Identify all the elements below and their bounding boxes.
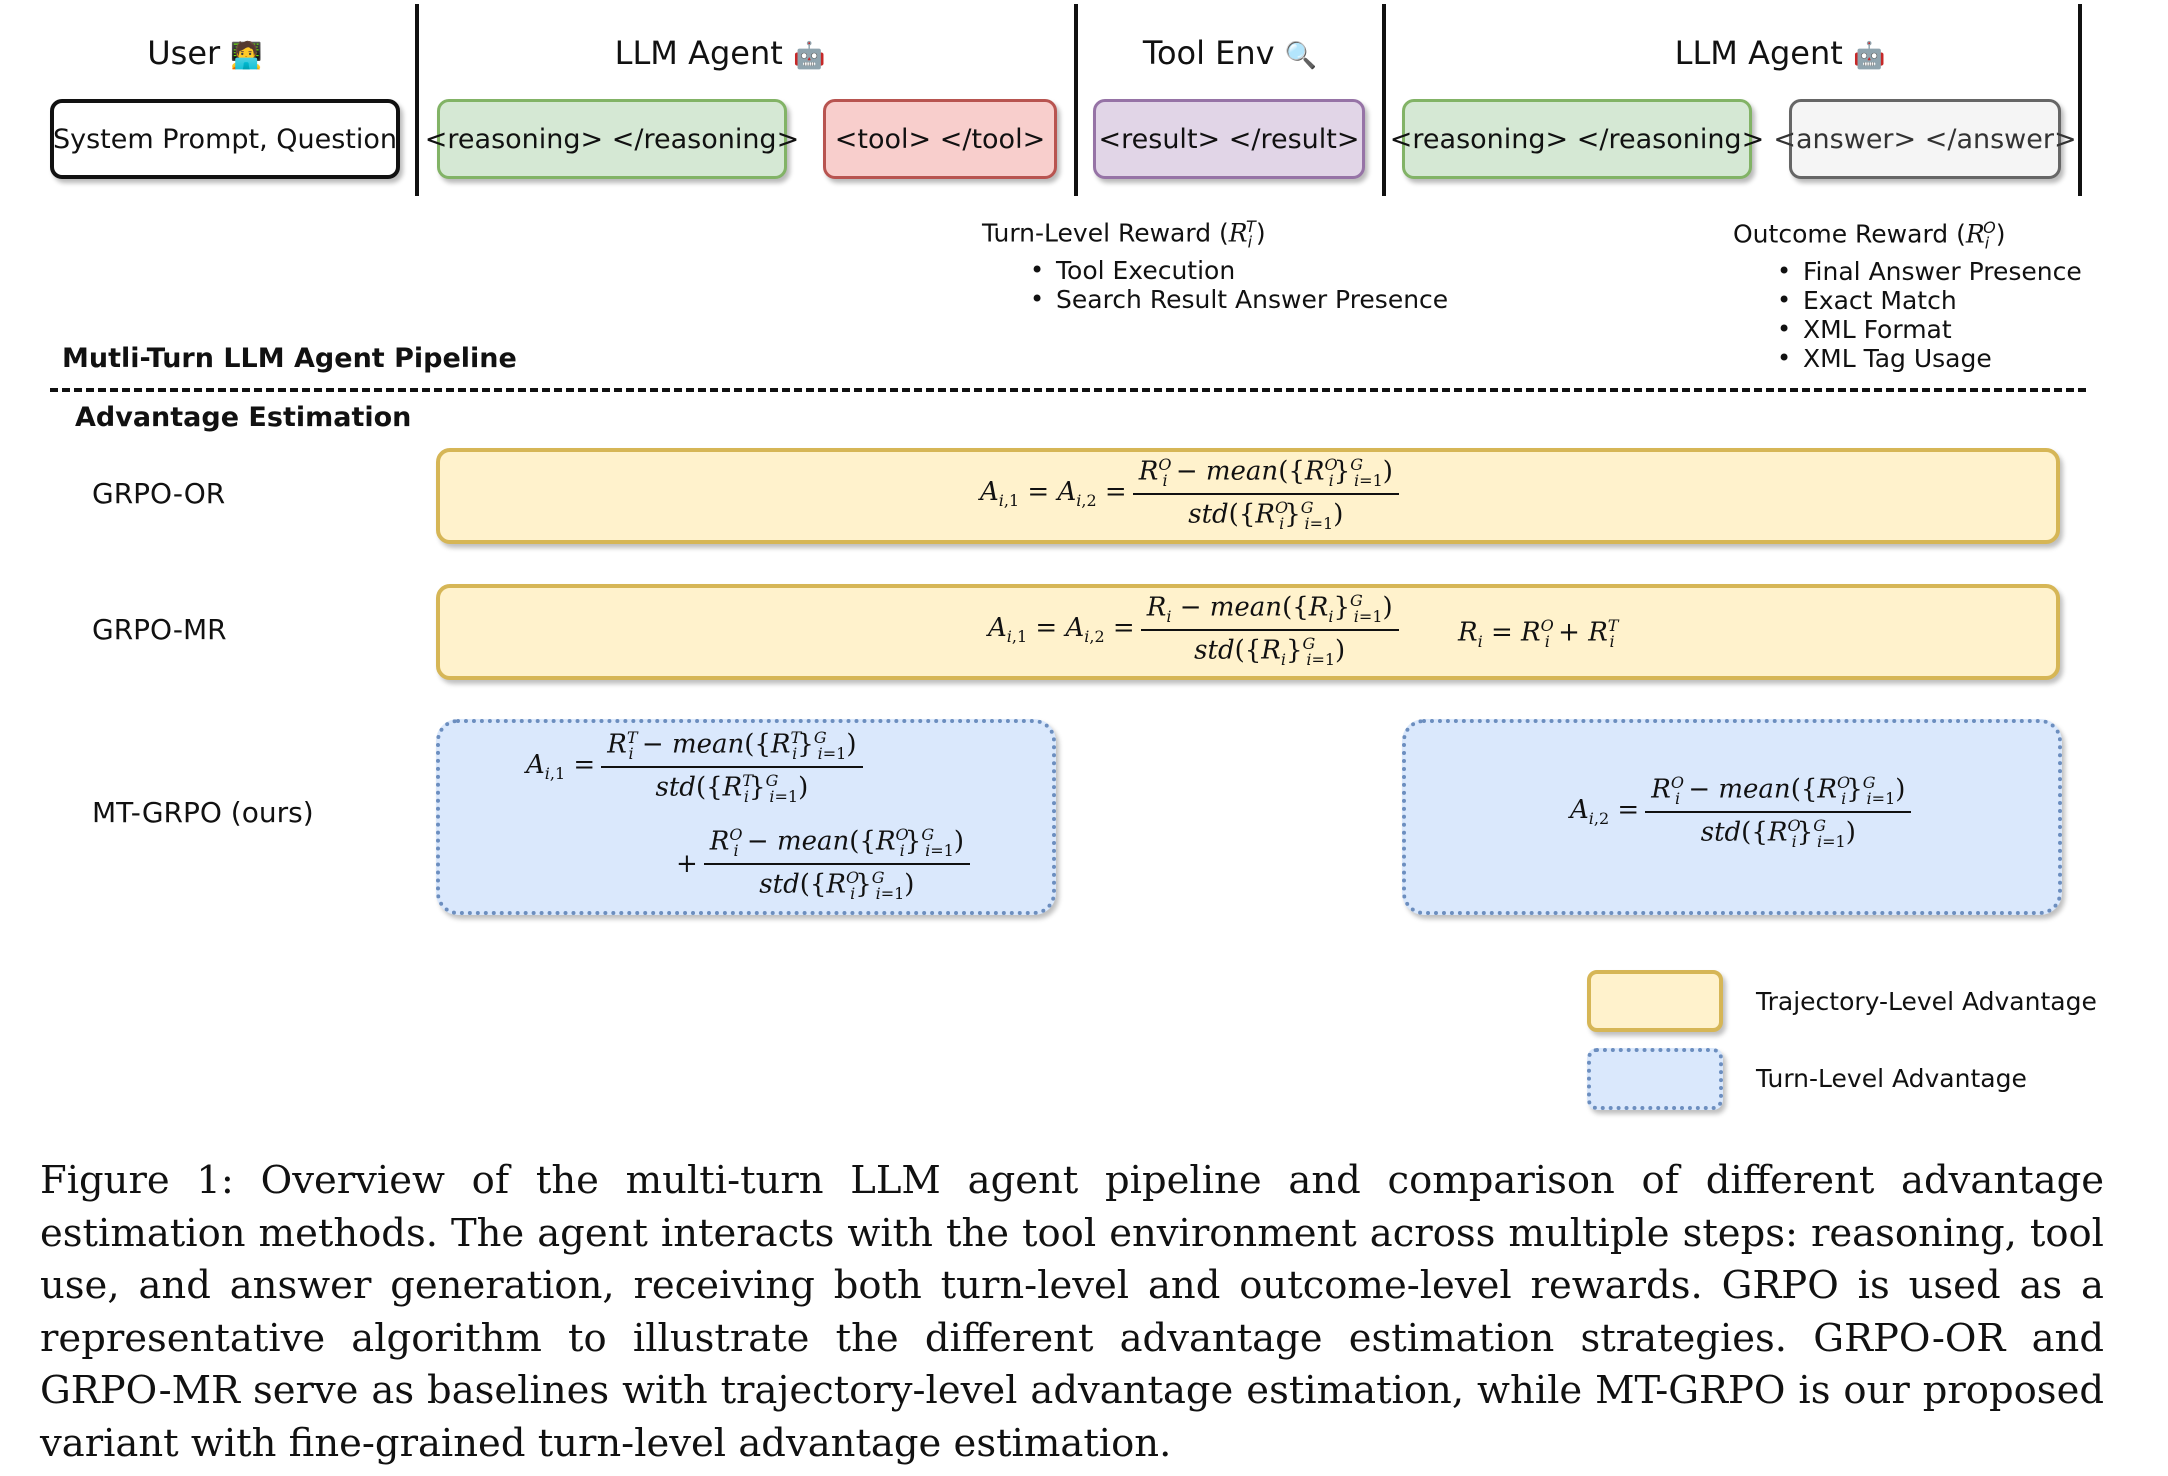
legend-turn-label: Turn-Level Advantage	[1756, 1064, 2027, 1093]
outcome-reward-item: Final Answer Presence	[1773, 257, 2082, 286]
turn-level-reward: Turn-Level Reward (RiT) Tool Execution S…	[982, 212, 1448, 314]
grpo-mr-formula: Ai,1 = Ai,2 = Ri − mean({Ri}Gi=1) std({R…	[988, 591, 1405, 669]
reasoning-label-1: <reasoning> </reasoning>	[424, 123, 800, 155]
robot-icon: 🤖	[1852, 41, 1886, 71]
turn-reward-item: Tool Execution	[1026, 256, 1448, 285]
method-label-grpo-mr: GRPO-MR	[92, 613, 227, 646]
separator-line	[1382, 4, 1386, 196]
mt-grpo-turn1-box	[436, 719, 1056, 915]
figure-caption: Figure 1: Overview of the multi-turn LLM…	[40, 1158, 2104, 1466]
method-label-mt-grpo: MT-GRPO (ours)	[92, 796, 314, 829]
tool-label: <tool> </tool>	[834, 123, 1046, 155]
legend-turn-swatch	[1587, 1048, 1723, 1110]
header-user: User 🧑‍💻	[100, 34, 310, 72]
turn-reward-item: Search Result Answer Presence	[1026, 285, 1448, 314]
turn-reward-title: Turn-Level Reward (RiT)	[982, 217, 1266, 252]
reasoning-box-2: <reasoning> </reasoning>	[1390, 99, 1764, 179]
result-label: <result> </result>	[1098, 123, 1360, 155]
outcome-reward-title: Outcome Reward (RiO)	[1733, 218, 2006, 253]
outcome-reward: Outcome Reward (RiO) Final Answer Presen…	[1733, 213, 2082, 373]
legend-trajectory-swatch	[1587, 970, 1723, 1032]
answer-label: <answer> </answer>	[1773, 123, 2077, 155]
header-user-label: User	[147, 34, 221, 72]
mt-grpo-turn1-outcome-term: + ROi − mean({ROi}Gi=1) std({ROi}Gi=1)	[676, 825, 976, 903]
section-divider	[50, 388, 2086, 392]
method-label-grpo-or: GRPO-OR	[92, 477, 226, 510]
grpo-or-formula: Ai,1 = Ai,2 = ROi − mean({ROi}Gi=1) std(…	[980, 455, 1405, 533]
header-tool-env-label: Tool Env	[1142, 34, 1275, 72]
header-llm-agent-1-label: LLM Agent	[614, 34, 783, 72]
system-prompt-box: System Prompt, Question	[50, 99, 400, 179]
reasoning-box-1: <reasoning> </reasoning>	[425, 99, 799, 179]
grpo-or-formula-box	[436, 448, 2060, 544]
header-llm-agent-2: LLM Agent 🤖	[1620, 34, 1940, 72]
answer-box: <answer> </answer>	[1773, 99, 2077, 179]
legend-trajectory-label: Trajectory-Level Advantage	[1756, 987, 2097, 1016]
outcome-reward-item: XML Tag Usage	[1773, 344, 2082, 373]
tool-box: <tool> </tool>	[823, 99, 1057, 179]
grpo-mr-formula-box	[436, 584, 2060, 680]
outcome-reward-item: XML Format	[1773, 315, 2082, 344]
mt-grpo-turn1-formula: Ai,1 = RTi − mean({RTi}Gi=1) std({RTi}Gi…	[526, 728, 869, 806]
header-tool-env: Tool Env 🔍	[1110, 34, 1350, 72]
pipeline-section-label: Mutli-Turn LLM Agent Pipeline	[62, 343, 517, 374]
separator-line	[2078, 4, 2082, 196]
result-box: <result> </result>	[1093, 99, 1365, 179]
header-llm-agent-2-label: LLM Agent	[1674, 34, 1843, 72]
outcome-reward-item: Exact Match	[1773, 286, 2082, 315]
robot-icon: 🤖	[792, 41, 826, 71]
technologist-icon: 🧑‍💻	[230, 41, 263, 71]
reasoning-label-2: <reasoning> </reasoning>	[1389, 123, 1765, 155]
separator-line	[415, 4, 419, 196]
magnifier-icon: 🔍	[1284, 41, 1318, 71]
header-llm-agent-1: LLM Agent 🤖	[560, 34, 880, 72]
mt-grpo-turn2-box	[1402, 719, 2062, 915]
mt-grpo-turn2-formula: Ai,2 = ROi − mean({ROi}Gi=1) std({ROi}Gi…	[1570, 773, 1917, 851]
grpo-mr-reward-sum: Ri = ROi + RTi	[1458, 616, 1619, 651]
system-prompt-label: System Prompt, Question	[52, 123, 398, 155]
separator-line	[1074, 4, 1078, 196]
advantage-section-label: Advantage Estimation	[75, 402, 412, 433]
